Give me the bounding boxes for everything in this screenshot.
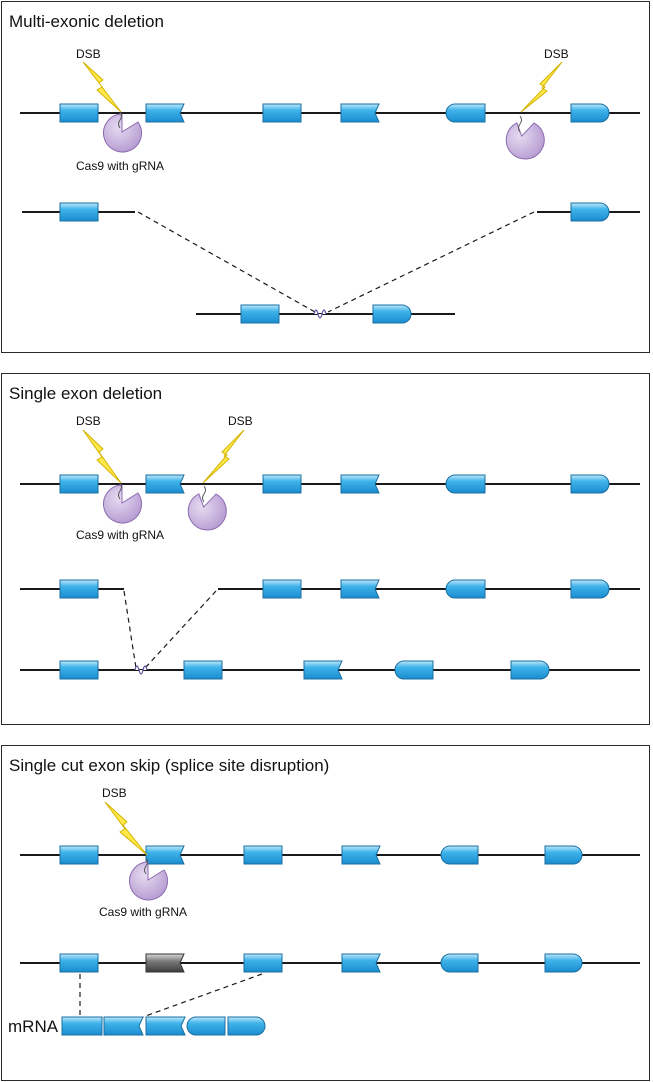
dsb-panel3: DSB Cas9 with gRNA <box>99 786 187 919</box>
cas9-enzyme-icon <box>103 113 142 153</box>
disrupted-exon-icon <box>145 953 185 973</box>
dsb-label: DSB <box>102 786 127 800</box>
strand-panel1-cut <box>22 202 640 313</box>
exons-panel1-genomic <box>59 103 610 123</box>
deletion-scar-icon <box>134 665 148 675</box>
dsb-left-panel1: DSB <box>76 47 122 113</box>
exon-block-icon <box>145 845 185 865</box>
dsb-label: DSB <box>76 47 101 61</box>
exon-block-icon <box>440 845 479 865</box>
exon-block-icon <box>544 953 583 973</box>
cas9-label: Cas9 with gRNA <box>99 905 187 919</box>
exon-block-icon <box>183 660 223 680</box>
mrna-product: mRNA <box>8 1016 266 1036</box>
exon-block-icon <box>240 304 280 324</box>
exon-block-icon <box>340 474 380 494</box>
cas9-enzyme-icon <box>103 484 142 524</box>
cas9-enzyme-icon <box>129 861 168 901</box>
exon-block-icon <box>570 103 610 123</box>
exon-block-icon <box>510 660 550 680</box>
lightning-bolt-icon <box>82 61 122 113</box>
exon-block-icon <box>243 953 283 973</box>
strand-panel2-result <box>20 660 640 680</box>
dsb-right-panel2: DSB <box>187 414 253 531</box>
dsb-label: DSB <box>228 414 253 428</box>
strand-panel3-genomic <box>20 845 640 865</box>
strand-panel2-genomic <box>20 474 640 494</box>
cas9-label: Cas9 with gRNA <box>76 528 164 542</box>
exon-block-icon <box>145 103 185 123</box>
exon-block-icon <box>341 845 381 865</box>
exon-block-icon <box>59 103 99 123</box>
exon-block-icon <box>59 474 99 494</box>
exon-block-icon <box>61 1016 103 1036</box>
exon-block-icon <box>445 579 486 599</box>
panel-multi-exonic-deletion: Multi-exonic deletion <box>1 1 650 353</box>
exon-block-icon <box>570 474 610 494</box>
exon-block-icon <box>262 474 302 494</box>
mrna-label: mRNA <box>8 1017 59 1036</box>
exon-block-icon <box>440 953 479 973</box>
panel-title: Multi-exonic deletion <box>9 12 164 31</box>
strand-panel1-result <box>196 304 455 324</box>
exon-block-icon <box>570 579 610 599</box>
exon-block-icon <box>59 953 99 973</box>
strand-panel2-cut <box>20 579 640 669</box>
exon-block-icon <box>145 474 185 494</box>
exon-block-icon <box>445 103 486 123</box>
strand-panel3-transcript <box>20 953 640 1032</box>
exon-block-icon <box>243 845 283 865</box>
cas9-label: Cas9 with gRNA <box>76 159 164 173</box>
exon-block-icon <box>341 953 381 973</box>
panel-title: Single cut exon skip (splice site disrup… <box>9 756 330 775</box>
cas9-enzyme-icon <box>187 493 227 531</box>
exon-block-icon <box>59 202 99 222</box>
cas9-left-panel1: Cas9 with gRNA <box>76 111 164 173</box>
exon-block-icon <box>340 103 380 123</box>
exon-block-icon <box>59 845 99 865</box>
exon-block-icon <box>303 660 343 680</box>
exon-block-icon <box>59 660 99 680</box>
exon-block-icon <box>262 103 302 123</box>
exon-block-icon <box>394 660 434 680</box>
cas9-enzyme-icon <box>505 122 545 160</box>
exon-block-icon <box>59 579 99 599</box>
panel-title: Single exon deletion <box>9 384 163 403</box>
exon-block-icon <box>262 579 302 599</box>
deletion-scar-icon <box>313 309 327 319</box>
exon-block-icon <box>340 579 380 599</box>
exon-block-icon <box>186 1016 226 1036</box>
dsb-left-panel2: DSB Cas9 with gRNA <box>76 414 164 542</box>
exon-block-icon <box>445 474 486 494</box>
lightning-bolt-icon <box>202 429 245 484</box>
dsb-right-panel1: DSB <box>520 47 569 113</box>
dsb-label: DSB <box>76 414 101 428</box>
lightning-bolt-icon <box>104 801 148 856</box>
exon-block-icon <box>227 1016 266 1036</box>
exon-block-icon <box>372 304 412 324</box>
exon-block-icon <box>570 202 610 222</box>
cas9-right-panel1 <box>505 115 545 160</box>
lightning-bolt-icon <box>82 429 122 484</box>
exon-block-icon <box>145 1016 186 1036</box>
exon-block-icon <box>103 1016 144 1036</box>
exon-block-icon <box>544 845 583 865</box>
dsb-label: DSB <box>544 47 569 61</box>
lightning-bolt-icon <box>520 61 563 113</box>
